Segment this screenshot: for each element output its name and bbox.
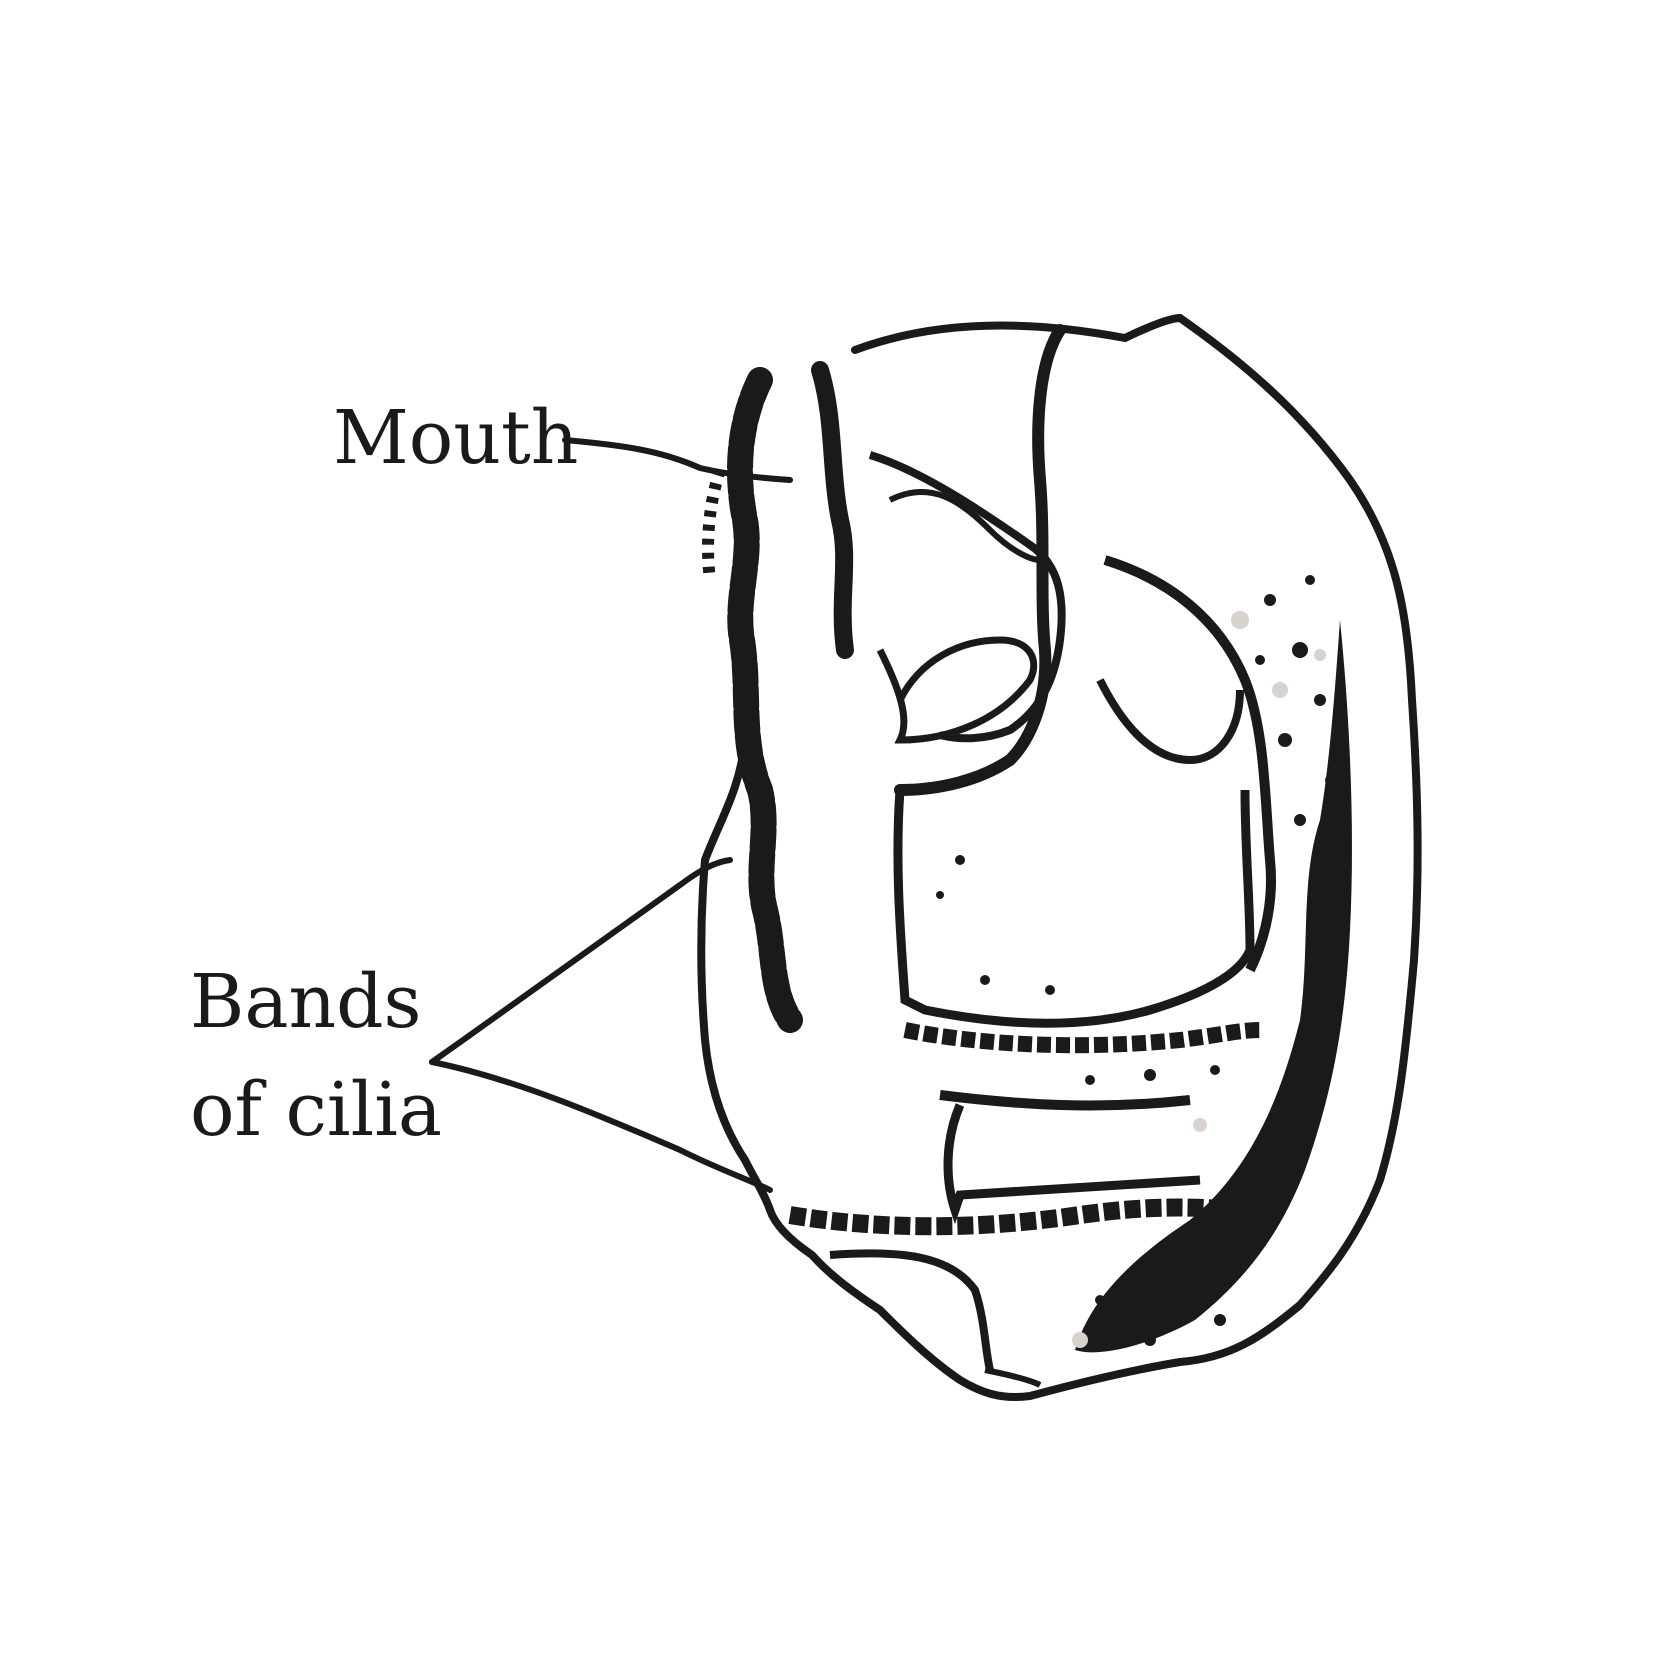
upper-left-lobe [868, 451, 1066, 743]
bands-of-cilia-label-line1: Bands [190, 959, 422, 1045]
lower-band-1 [903, 1022, 1261, 1054]
bottom-lobe [829, 1249, 994, 1371]
cilia-band-inner [811, 361, 854, 659]
cilia-band-left [727, 367, 803, 1033]
lower-chamber [943, 1103, 1201, 1225]
speckles [936, 575, 1335, 1346]
left-cilia-fringe [702, 468, 726, 581]
cilia-leader-lower [429, 1059, 773, 1193]
mouth-leader-line [562, 437, 793, 483]
lower-band-3 [788, 1198, 1272, 1236]
upper-left-inner [888, 489, 1041, 563]
lower-band-2 [939, 1090, 1191, 1111]
bottom-inner [984, 1367, 1042, 1388]
right-upper-lobe [1103, 555, 1276, 973]
left-edge [697, 579, 774, 1212]
mid-loop [876, 636, 1038, 744]
cilia-leader-upper [429, 857, 733, 1065]
right-inner-lobe [1096, 678, 1244, 765]
body-outline [766, 313, 1422, 1401]
light-speckles [1072, 611, 1326, 1348]
bands-of-cilia-label-line2: of cilia [190, 1067, 443, 1153]
mouth-label: Mouth [333, 395, 579, 481]
central-chamber [893, 789, 1255, 1028]
shaded-region [1075, 620, 1352, 1353]
central-lobe [894, 324, 1066, 796]
